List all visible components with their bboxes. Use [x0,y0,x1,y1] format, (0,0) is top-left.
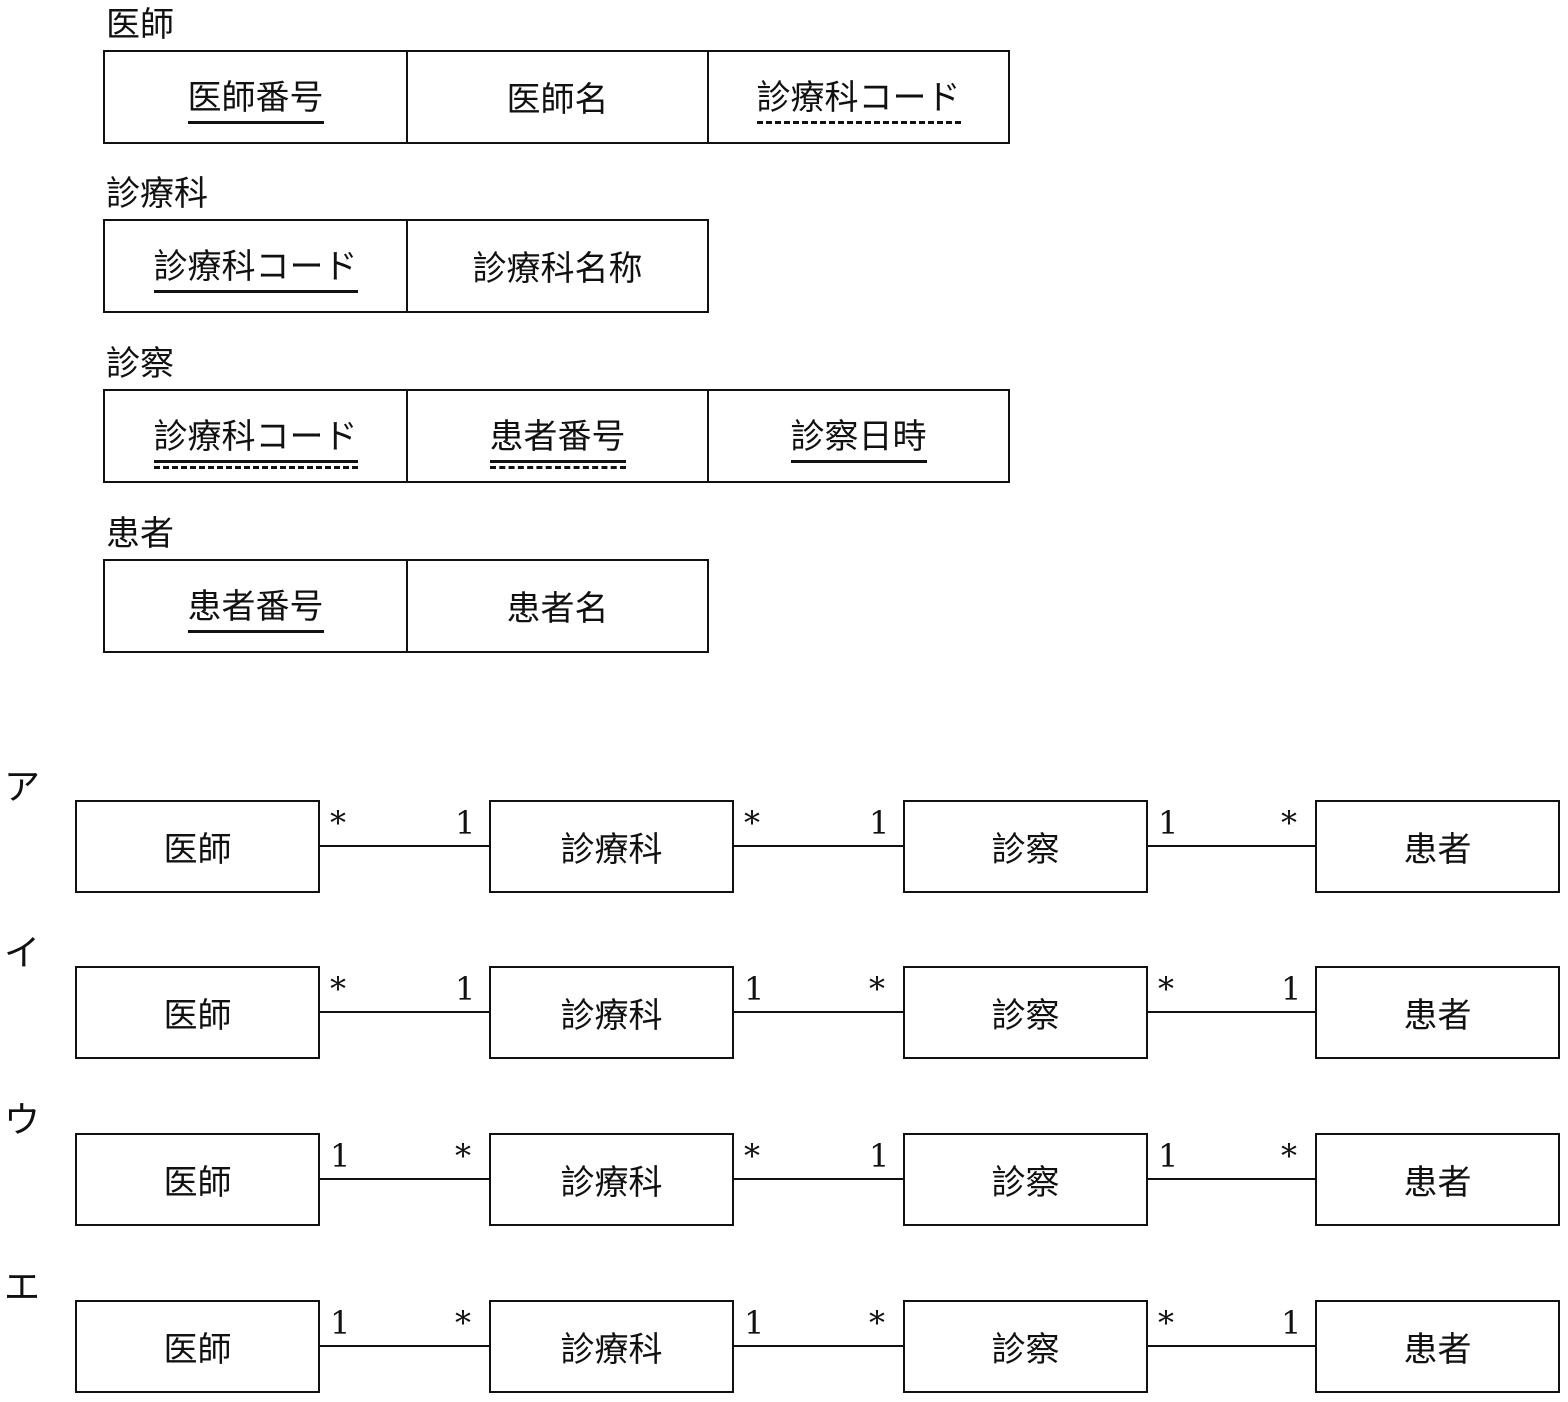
table-box: 診療科コード 患者番号 診察日時 [103,389,1010,483]
column-name: 診療科コード [153,239,358,293]
multiplicity-left: * [330,804,346,842]
multiplicity-right: 1 [1281,1304,1302,1342]
multiplicity-right: 1 [869,804,890,842]
table-column: 患者番号 [406,391,707,481]
option-label: イ [4,933,41,974]
table-column: 診療科コード [105,391,406,481]
column-name: 患者番号 [489,409,626,469]
column-name: 診療科名称 [472,248,643,289]
multiplicity-left: 1 [744,970,765,1008]
table-column: 患者番号 [105,561,406,651]
relation-line [734,845,903,847]
multiplicity-right: * [1281,1137,1297,1175]
multiplicity-left: * [1158,970,1174,1008]
table-column: 医師番号 [105,52,406,142]
multiplicity-right: * [455,1304,471,1342]
multiplicity-right: 1 [455,970,476,1008]
column-name: 患者番号 [187,579,324,633]
multiplicity-left: 1 [330,1304,351,1342]
table-column: 患者名 [406,561,707,651]
entity-box: 診察 [903,1300,1148,1393]
multiplicity-left: 1 [330,1137,351,1175]
entity-box: 診察 [903,800,1148,893]
relation-line [320,1345,489,1347]
table-name: 診療科 [106,174,208,214]
multiplicity-left: * [744,804,760,842]
option-label: ア [4,767,41,808]
relation-line [1148,1345,1315,1347]
table-column: 診療科コード [105,221,406,311]
entity-box: 医師 [75,1133,320,1226]
entity-box: 医師 [75,800,320,893]
multiplicity-left: * [330,970,346,1008]
multiplicity-left: 1 [1158,804,1179,842]
multiplicity-left: * [744,1137,760,1175]
relation-line [734,1345,903,1347]
column-name: 医師番号 [187,70,324,124]
relation-line [320,1011,489,1013]
relation-line [734,1178,903,1180]
multiplicity-right: * [869,1304,885,1342]
table-name: 患者 [106,514,174,554]
multiplicity-right: * [1281,804,1297,842]
column-name: 診療科コード [756,70,961,124]
multiplicity-left: 1 [744,1304,765,1342]
option-label: エ [4,1267,41,1308]
entity-box: 医師 [75,966,320,1059]
entity-box: 患者 [1315,966,1560,1059]
entity-box: 診療科 [489,800,734,893]
table-box: 医師番号 医師名 診療科コード [103,50,1010,144]
table-column: 診察日時 [707,391,1008,481]
entity-box: 医師 [75,1300,320,1393]
entity-box: 患者 [1315,1133,1560,1226]
multiplicity-right: 1 [869,1137,890,1175]
entity-box: 診察 [903,966,1148,1059]
table-name: 診察 [106,344,174,384]
relation-line [1148,845,1315,847]
relation-line [1148,1011,1315,1013]
relation-line [734,1011,903,1013]
table-column: 医師名 [406,52,707,142]
relation-line [320,845,489,847]
entity-box: 患者 [1315,1300,1560,1393]
column-name: 診察日時 [790,409,927,463]
entity-box: 診療科 [489,1300,734,1393]
relation-line [320,1178,489,1180]
table-column: 診療科コード [707,52,1008,142]
multiplicity-right: 1 [1281,970,1302,1008]
multiplicity-left: * [1158,1304,1174,1342]
entity-box: 患者 [1315,800,1560,893]
multiplicity-right: 1 [455,804,476,842]
column-name: 患者名 [506,588,609,629]
column-name: 診療科コード [153,409,358,469]
relation-line [1148,1178,1315,1180]
entity-box: 診療科 [489,966,734,1059]
multiplicity-right: * [869,970,885,1008]
multiplicity-right: * [455,1137,471,1175]
table-box: 診療科コード 診療科名称 [103,219,709,313]
entity-box: 診療科 [489,1133,734,1226]
entity-box: 診察 [903,1133,1148,1226]
option-label: ウ [4,1100,41,1141]
table-name: 医師 [106,5,174,45]
table-column: 診療科名称 [406,221,707,311]
table-box: 患者番号 患者名 [103,559,709,653]
multiplicity-left: 1 [1158,1137,1179,1175]
column-name: 医師名 [506,79,609,120]
